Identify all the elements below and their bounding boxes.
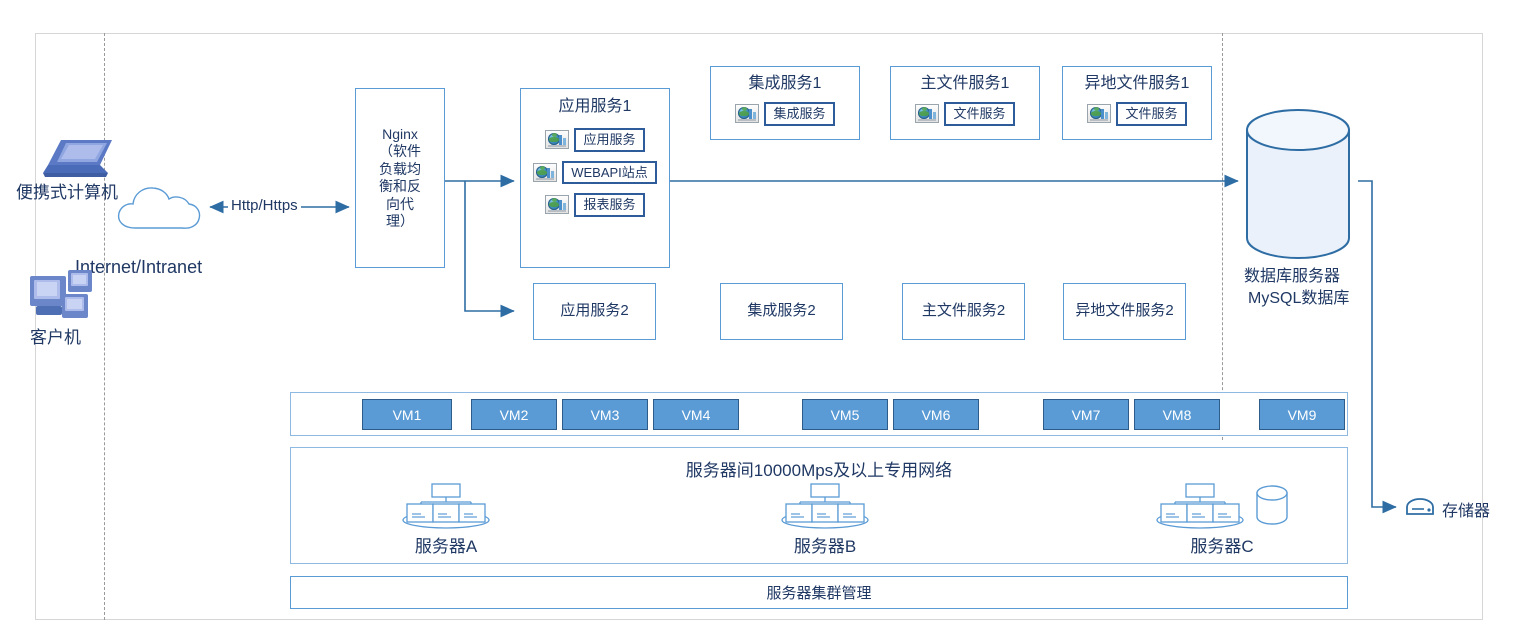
server-stack-icon — [1156, 483, 1244, 529]
app-service-1-panel[interactable]: 应用服务1 应用服务 WEBAPI站点 报表服务 — [520, 88, 670, 268]
remote-file-service-item[interactable]: 文件服务 — [1087, 102, 1187, 126]
nginx-line-5: 理） — [386, 213, 414, 229]
vm-label: VM1 — [392, 406, 422, 423]
desktop-computers-icon — [30, 270, 92, 318]
app-service-item[interactable]: 应用服务 — [545, 128, 645, 152]
network-title: 服务器间10000Mps及以上专用网络 — [685, 461, 953, 480]
server-stack-icon — [402, 483, 490, 529]
vm-box-vm7[interactable]: VM7 — [1043, 399, 1129, 430]
http-link-label: Http/Https — [228, 197, 301, 214]
vm-strip: VM1 VM2 VM3 VM4 VM5 VM6 VM7 VM8 VM9 — [290, 392, 1348, 436]
main-file-service-chip-label: 文件服务 — [944, 102, 1015, 126]
app-service-2-node[interactable]: 应用服务2 — [533, 283, 656, 340]
webapi-site-item[interactable]: WEBAPI站点 — [533, 160, 657, 185]
local-disk-icon — [1256, 485, 1288, 525]
vm-label: VM4 — [681, 406, 711, 423]
vm-label: VM9 — [1287, 406, 1317, 423]
vm-box-vm8[interactable]: VM8 — [1134, 399, 1220, 430]
vm-label: VM3 — [590, 406, 620, 423]
vm-label: VM5 — [830, 406, 860, 423]
dashed-separator-right — [1222, 33, 1223, 440]
vm-box-vm5[interactable]: VM5 — [802, 399, 888, 430]
client-label: 客户机 — [30, 328, 81, 347]
server-name-label: 服务器C — [1190, 537, 1254, 556]
server-name-label: 服务器A — [414, 537, 478, 556]
report-service-item[interactable]: 报表服务 — [545, 193, 645, 217]
vm-box-vm9[interactable]: VM9 — [1259, 399, 1345, 430]
app-service-2-label: 应用服务2 — [560, 302, 629, 320]
web-service-icon — [735, 104, 760, 124]
server-group-b: 服务器B — [778, 480, 872, 557]
integration-service-item[interactable]: 集成服务 — [735, 102, 835, 126]
remote-file-service-1-title: 异地文件服务1 — [1084, 75, 1190, 92]
remote-file-service-2-label: 异地文件服务2 — [1075, 302, 1174, 320]
laptop-icon — [43, 140, 112, 177]
main-file-service-item[interactable]: 文件服务 — [915, 102, 1015, 126]
laptop-label: 便携式计算机 — [16, 183, 118, 202]
nginx-line-3: 衡和反 — [379, 178, 421, 194]
cloud-label: Internet/Intranet — [75, 257, 203, 277]
server-stack-icon — [781, 483, 869, 529]
web-service-icon — [545, 130, 570, 150]
vm-label: VM7 — [1071, 406, 1101, 423]
vm-box-vm4[interactable]: VM4 — [653, 399, 739, 430]
server-name-label: 服务器B — [793, 537, 857, 556]
webapi-site-chip-label: WEBAPI站点 — [562, 160, 657, 185]
vm-box-vm2[interactable]: VM2 — [471, 399, 557, 430]
app-service-chip-label: 应用服务 — [574, 128, 645, 152]
diagram-outer-frame — [35, 33, 1483, 620]
remote-file-service-1-panel[interactable]: 异地文件服务1 文件服务 — [1062, 66, 1212, 140]
storage-label: 存储器 — [1442, 503, 1491, 520]
database-label-line1: 数据库服务器 — [1244, 268, 1341, 285]
database-cylinder-icon[interactable] — [1243, 108, 1353, 260]
nginx-line-1: （软件 — [379, 143, 421, 159]
vm-box-vm1[interactable]: VM1 — [362, 399, 452, 430]
integration-service-1-title: 集成服务1 — [748, 75, 822, 92]
main-file-service-2-node[interactable]: 主文件服务2 — [902, 283, 1025, 340]
integration-service-chip-label: 集成服务 — [764, 102, 835, 126]
web-service-icon — [1087, 104, 1112, 124]
integration-service-2-label: 集成服务2 — [747, 302, 816, 320]
nginx-node[interactable]: Nginx （软件 负载均 衡和反 向代 理） — [355, 88, 445, 268]
vm-box-vm6[interactable]: VM6 — [893, 399, 979, 430]
server-network-panel: 服务器间10000Mps及以上专用网络 服务器A — [290, 447, 1348, 564]
web-service-icon — [545, 195, 570, 215]
vm-box-vm3[interactable]: VM3 — [562, 399, 648, 430]
vm-label: VM8 — [1162, 406, 1192, 423]
main-file-service-1-title: 主文件服务1 — [920, 75, 1010, 92]
server-group-c: 服务器C — [1153, 480, 1291, 557]
database-label-line2: MySQL数据库 — [1248, 290, 1350, 307]
remote-file-service-2-node[interactable]: 异地文件服务2 — [1063, 283, 1186, 340]
integration-service-2-node[interactable]: 集成服务2 — [720, 283, 843, 340]
app-service-1-title: 应用服务1 — [558, 98, 632, 115]
cluster-management-label: 服务器集群管理 — [766, 585, 872, 602]
remote-file-service-chip-label: 文件服务 — [1116, 102, 1187, 126]
cluster-management-bar[interactable]: 服务器集群管理 — [290, 576, 1348, 609]
server-group-a: 服务器A — [399, 480, 493, 557]
web-service-icon — [915, 104, 940, 124]
nginx-line-4: 向代 — [386, 195, 414, 212]
main-file-service-2-label: 主文件服务2 — [921, 302, 1006, 320]
dashed-separator-left — [104, 33, 105, 620]
web-service-icon — [533, 162, 558, 182]
cloud-icon — [117, 187, 201, 229]
nginx-line-0: Nginx — [382, 125, 418, 142]
main-file-service-1-panel[interactable]: 主文件服务1 文件服务 — [890, 66, 1040, 140]
integration-service-1-panel[interactable]: 集成服务1 集成服务 — [710, 66, 860, 140]
nginx-line-2: 负载均 — [379, 160, 421, 177]
storage-device-icon[interactable] — [1404, 496, 1436, 518]
vm-label: VM2 — [499, 406, 529, 423]
report-service-chip-label: 报表服务 — [574, 193, 645, 217]
vm-label: VM6 — [921, 406, 951, 423]
